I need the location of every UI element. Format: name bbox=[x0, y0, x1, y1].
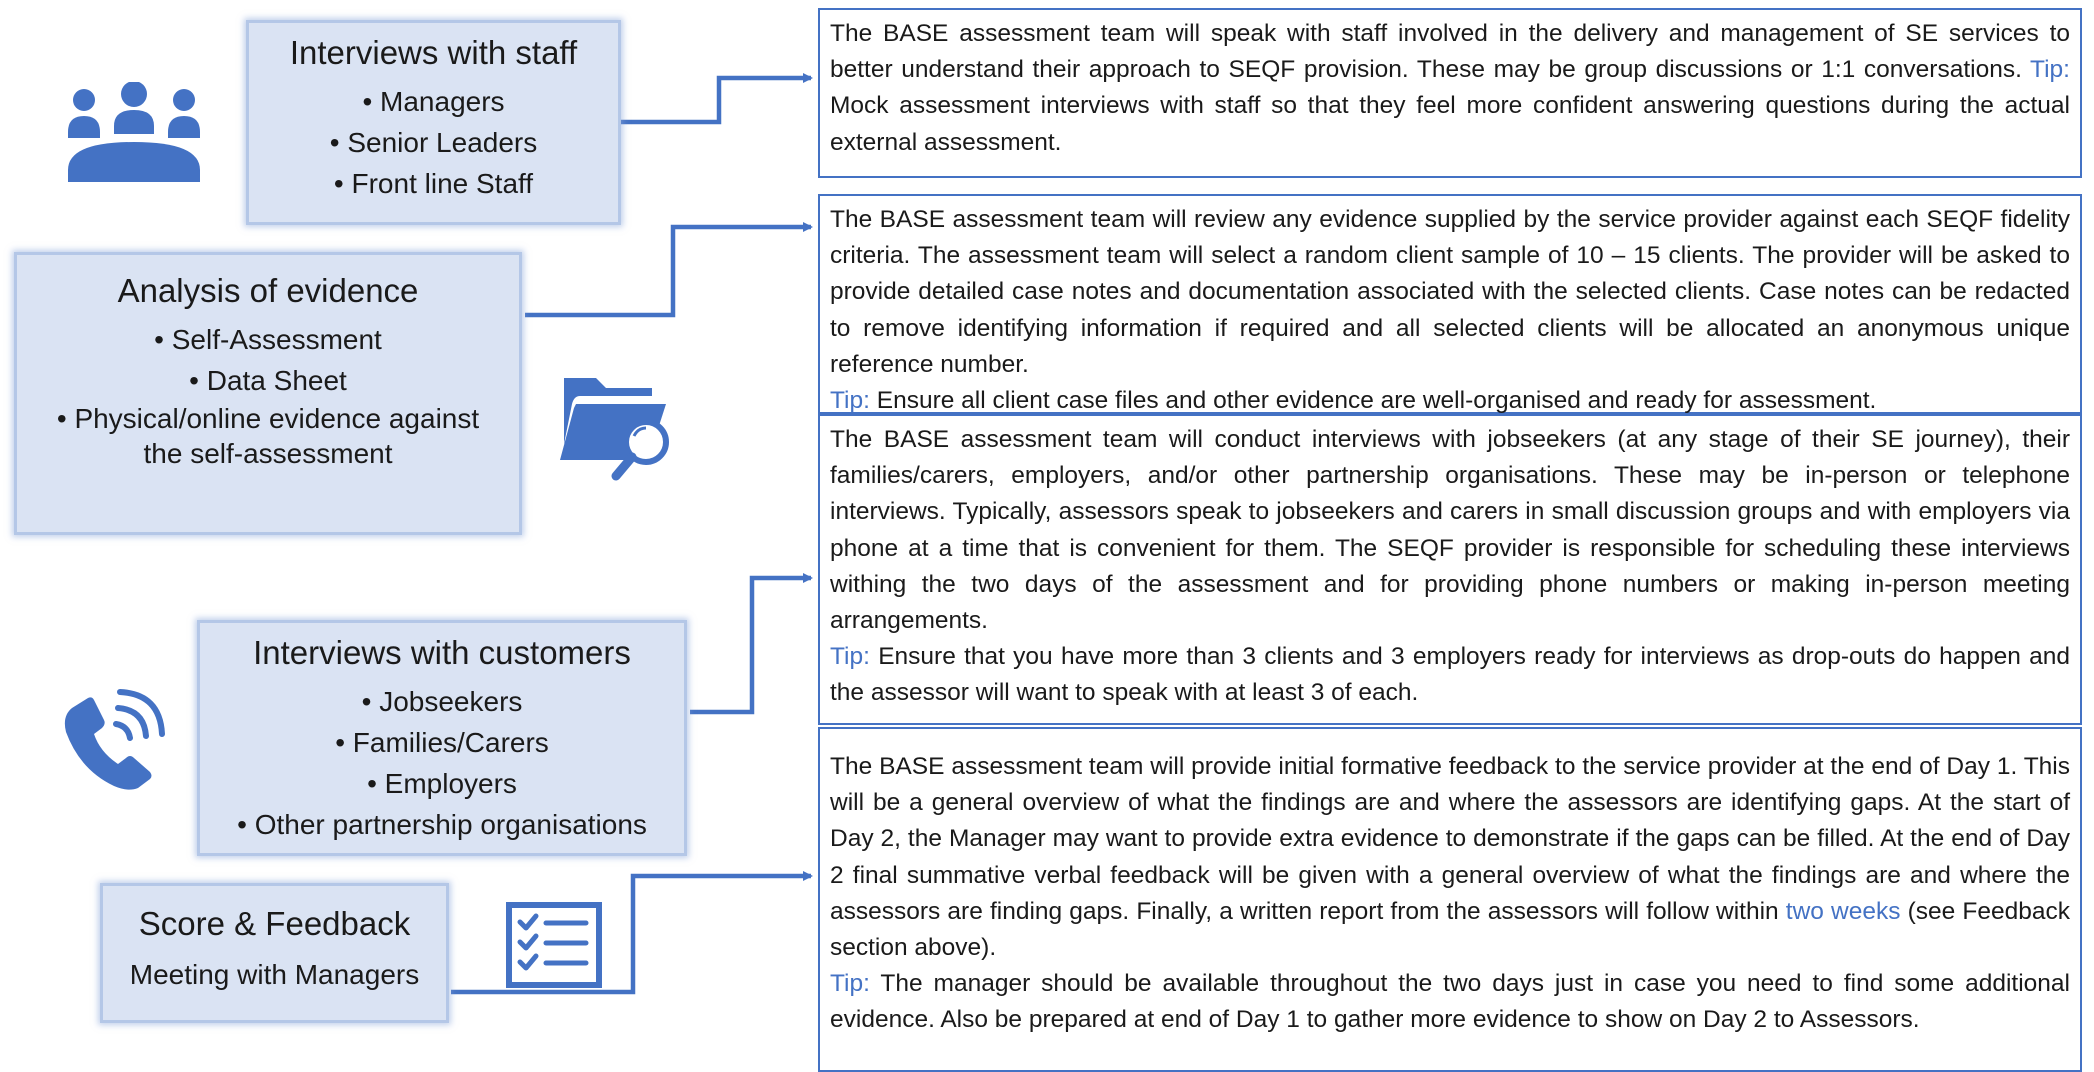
customers-list-item: Employers bbox=[218, 763, 666, 804]
evidence-list-item: Self-Assessment bbox=[35, 319, 501, 360]
folder-search-icon bbox=[560, 378, 669, 481]
staff-list-item: Front line Staff bbox=[267, 163, 600, 204]
customers-list: Jobseekers Families/Carers Employers Oth… bbox=[200, 681, 684, 845]
evidence-tip-text: Ensure all client case files and other e… bbox=[869, 387, 1877, 415]
staff-list: Managers Senior Leaders Front line Staff bbox=[249, 81, 618, 204]
score-description: The BASE assessment team will provide in… bbox=[830, 749, 2070, 966]
connector-score bbox=[451, 871, 813, 995]
evidence-card-title: Analysis of evidence bbox=[117, 272, 419, 309]
connector-customers bbox=[690, 573, 813, 715]
two-weeks-link[interactable]: two weeks bbox=[1785, 897, 1901, 925]
evidence-list: Self-Assessment Data Sheet Physical/onli… bbox=[17, 319, 519, 471]
evidence-description-box: The BASE assessment team will review any… bbox=[818, 194, 2082, 414]
customers-card: Interviews with customers Jobseekers Fam… bbox=[197, 620, 687, 856]
customers-description-box: The BASE assessment team will conduct in… bbox=[818, 414, 2082, 725]
customers-list-item: Jobseekers bbox=[218, 681, 666, 722]
customers-card-title: Interviews with customers bbox=[253, 634, 631, 671]
score-description-box: The BASE assessment team will provide in… bbox=[818, 727, 2082, 1072]
staff-card: Interviews with staff Managers Senior Le… bbox=[246, 20, 621, 225]
score-tip-label: Tip: bbox=[830, 970, 870, 998]
staff-description-box: The BASE assessment team will speak with… bbox=[818, 8, 2082, 178]
checklist-icon bbox=[506, 902, 602, 988]
staff-tip-label: Tip: bbox=[2030, 56, 2070, 84]
evidence-list-item: Physical/online evidence against the sel… bbox=[35, 401, 501, 471]
customers-tip-label: Tip: bbox=[830, 643, 870, 671]
evidence-description: The BASE assessment team will review any… bbox=[830, 206, 2070, 378]
connector-staff bbox=[620, 73, 813, 125]
score-tip: Tip: The manager should be available thr… bbox=[830, 966, 2070, 1038]
connector-evidence bbox=[525, 222, 813, 318]
score-description-tail: (see Feedback section above). bbox=[830, 897, 2070, 962]
customers-description: The BASE assessment team will conduct in… bbox=[830, 426, 2070, 635]
staff-description: The BASE assessment team will speak with… bbox=[830, 16, 2070, 161]
group-meeting-icon bbox=[68, 82, 200, 182]
score-card-subtitle: Meeting with Managers bbox=[129, 959, 420, 991]
customers-list-item: Families/Carers bbox=[218, 722, 666, 763]
customers-tip: Tip: Ensure that you have more than 3 cl… bbox=[830, 639, 2070, 711]
customers-tip-text: Ensure that you have more than 3 clients… bbox=[830, 643, 2070, 707]
staff-description-body: The BASE assessment team will speak with… bbox=[830, 20, 2070, 84]
score-tip-text: The manager should be available througho… bbox=[830, 970, 2070, 1034]
evidence-card: Analysis of evidence Self-Assessment Dat… bbox=[14, 252, 522, 535]
evidence-tip-label: Tip: bbox=[830, 387, 870, 415]
evidence-tip: Tip: Ensure all client case files and ot… bbox=[830, 383, 2070, 419]
phone-call-icon bbox=[64, 689, 165, 790]
score-description-body: The BASE assessment team will provide in… bbox=[830, 753, 2070, 925]
staff-list-item: Managers bbox=[267, 81, 600, 122]
staff-tip-text: Mock assessment interviews with staff so… bbox=[830, 92, 2070, 156]
score-card: Score & Feedback Meeting with Managers bbox=[100, 883, 449, 1023]
staff-card-title: Interviews with staff bbox=[289, 34, 578, 71]
evidence-list-item: Data Sheet bbox=[35, 360, 501, 401]
staff-list-item: Senior Leaders bbox=[267, 122, 600, 163]
customers-list-item: Other partnership organisations bbox=[218, 804, 666, 845]
score-card-title: Score & Feedback bbox=[138, 905, 411, 942]
